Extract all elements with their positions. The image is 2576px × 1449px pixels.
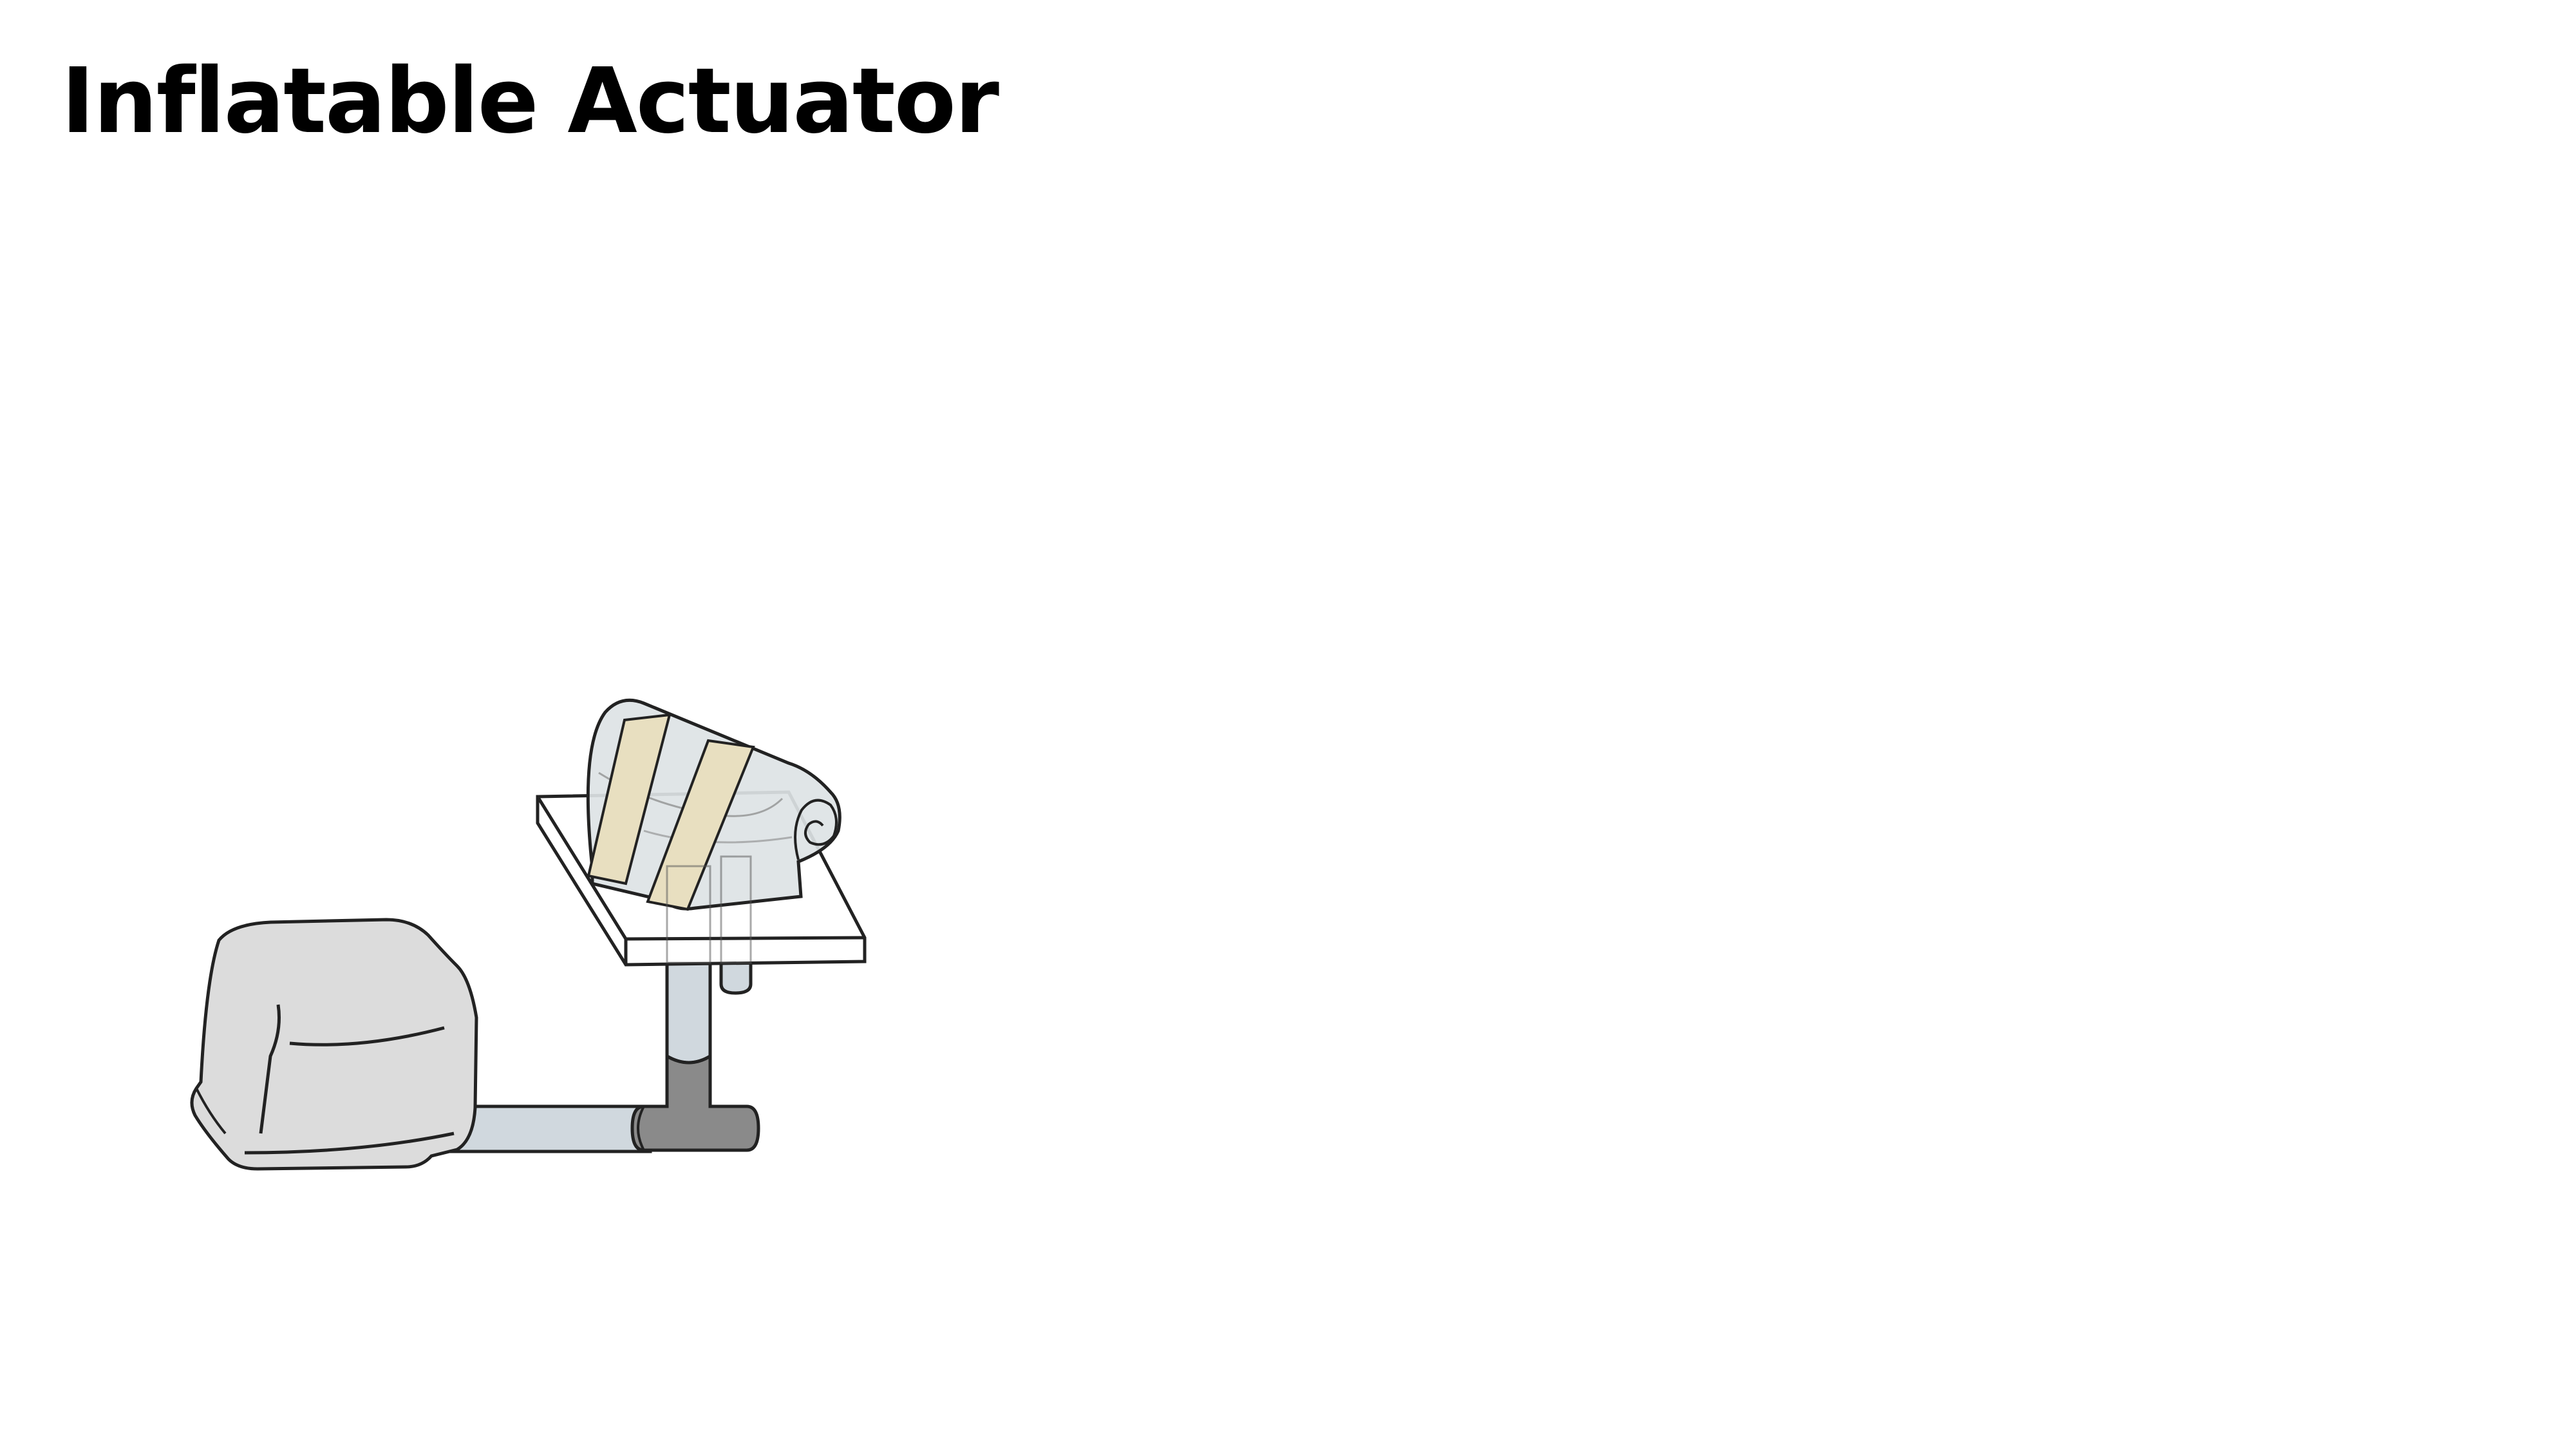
slide-title: Inflatable Actuator [61, 49, 999, 154]
tube-stubs [666, 855, 752, 964]
vertical-tube [665, 958, 753, 1065]
t-connector-tube-icon [442, 1053, 760, 1153]
pump-bulb-icon [190, 918, 478, 1171]
